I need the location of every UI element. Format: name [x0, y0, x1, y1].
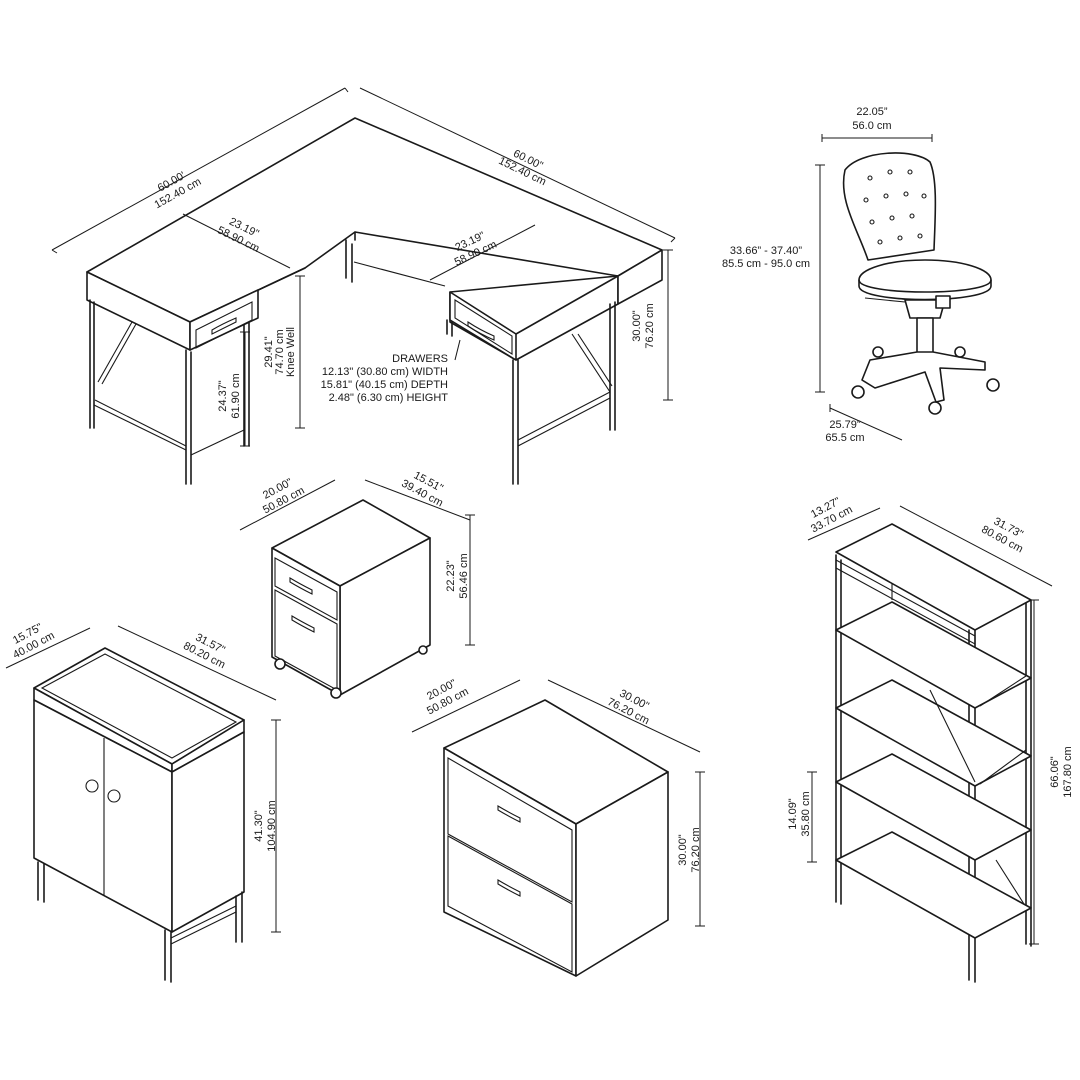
svg-text:15.81" (40.15 cm) DEPTH: 15.81" (40.15 cm) DEPTH	[321, 379, 448, 391]
svg-text:56.0 cm: 56.0 cm	[852, 120, 891, 132]
svg-text:12.13" (30.80 cm) WIDTH: 12.13" (30.80 cm) WIDTH	[322, 366, 448, 378]
storage-cabinet-dimension-lines	[5, 625, 281, 933]
svg-text:56.46 cm: 56.46 cm	[458, 553, 470, 598]
svg-text:35.80 cm: 35.80 cm	[800, 791, 812, 836]
svg-text:41.30": 41.30"	[253, 810, 265, 842]
svg-text:167.80 cm: 167.80 cm	[1062, 746, 1074, 797]
storage-cabinet-width-label: 31.57" 80.20 cm	[181, 631, 227, 671]
svg-text:29.41": 29.41"	[263, 336, 275, 368]
bookcase-shelf-spacing-label: 14.09" 35.80 cm	[787, 791, 812, 836]
lateral-file-width-label: 30.00" 76.20 cm	[605, 687, 651, 727]
bookcase-depth-label: 13.27" 33.70 cm	[809, 495, 855, 535]
desk-right-length-label: 60.00" 152.40 cm	[497, 148, 548, 189]
storage-cabinet-depth-label: 15.75" 40.00 cm	[11, 621, 57, 661]
desk-height-label: 30.00" 76.20 cm	[631, 303, 656, 348]
l-desk-drawing	[86, 117, 663, 485]
svg-text:66.06": 66.06"	[1049, 756, 1061, 788]
lateral-file-depth-label: 20.00" 50.80 cm	[425, 677, 471, 717]
bookcase-width-label: 31.73" 80.60 cm	[979, 515, 1025, 555]
chair-width-label: 22.05” 56.0 cm	[852, 106, 891, 132]
svg-text:22.05”: 22.05”	[856, 106, 888, 118]
storage-cabinet-height-label: 41.30" 104.90 cm	[253, 800, 278, 851]
svg-text:30.00": 30.00"	[631, 310, 643, 342]
svg-text:30.00": 30.00"	[677, 834, 689, 866]
mobile-file-height-label: 22.23" 56.46 cm	[445, 553, 470, 598]
svg-text:Knee Well: Knee Well	[285, 327, 297, 377]
mobile-file-dimension-lines	[239, 479, 475, 646]
bookcase-dimension-lines	[807, 505, 1053, 945]
svg-text:25.79”: 25.79”	[829, 419, 861, 431]
svg-text:14.09": 14.09"	[787, 798, 799, 830]
bookcase-height-label: 66.06" 167.80 cm	[1049, 746, 1074, 797]
chair-height-label: 33.66” - 37.40” 85.5 cm - 95.0 cm	[722, 245, 810, 270]
svg-text:DRAWERS: DRAWERS	[392, 353, 448, 365]
svg-text:22.23": 22.23"	[445, 560, 457, 592]
svg-text:85.5 cm - 95.0 cm: 85.5 cm - 95.0 cm	[722, 258, 810, 270]
svg-text:74.70 cm: 74.70 cm	[274, 329, 286, 374]
svg-text:61.90 cm: 61.90 cm	[230, 373, 242, 418]
svg-text:33.66” - 37.40”: 33.66” - 37.40”	[730, 245, 802, 257]
storage-cabinet-drawing	[33, 647, 245, 983]
svg-text:65.5 cm: 65.5 cm	[825, 432, 864, 444]
mobile-file-cabinet-drawing	[271, 499, 431, 699]
svg-text:104.90 cm: 104.90 cm	[266, 800, 278, 851]
svg-text:76.20 cm: 76.20 cm	[644, 303, 656, 348]
bookcase-drawing	[835, 523, 1032, 983]
desk-knee-well-label: 29.41" 74.70 cm Knee Well	[263, 327, 297, 377]
lateral-file-dimension-lines	[411, 679, 705, 927]
svg-text:76.20 cm: 76.20 cm	[690, 827, 702, 872]
office-chair-drawing	[842, 152, 1000, 415]
lateral-file-height-label: 30.00" 76.20 cm	[677, 827, 702, 872]
svg-text:24.37": 24.37"	[217, 380, 229, 412]
desk-drawers-spec: DRAWERS 12.13" (30.80 cm) WIDTH 15.81" (…	[321, 353, 449, 404]
l-desk-dimension-lines	[51, 87, 676, 447]
chair-depth-label: 25.79” 65.5 cm	[825, 419, 864, 444]
desk-leg-clearance-label: 24.37" 61.90 cm	[217, 373, 242, 418]
lateral-file-drawing	[443, 699, 669, 977]
office-chair-dimension-lines	[815, 134, 933, 441]
svg-text:2.48" (6.30 cm) HEIGHT: 2.48" (6.30 cm) HEIGHT	[329, 392, 449, 404]
mobile-file-depth-label: 20.00" 50.80 cm	[261, 476, 307, 516]
